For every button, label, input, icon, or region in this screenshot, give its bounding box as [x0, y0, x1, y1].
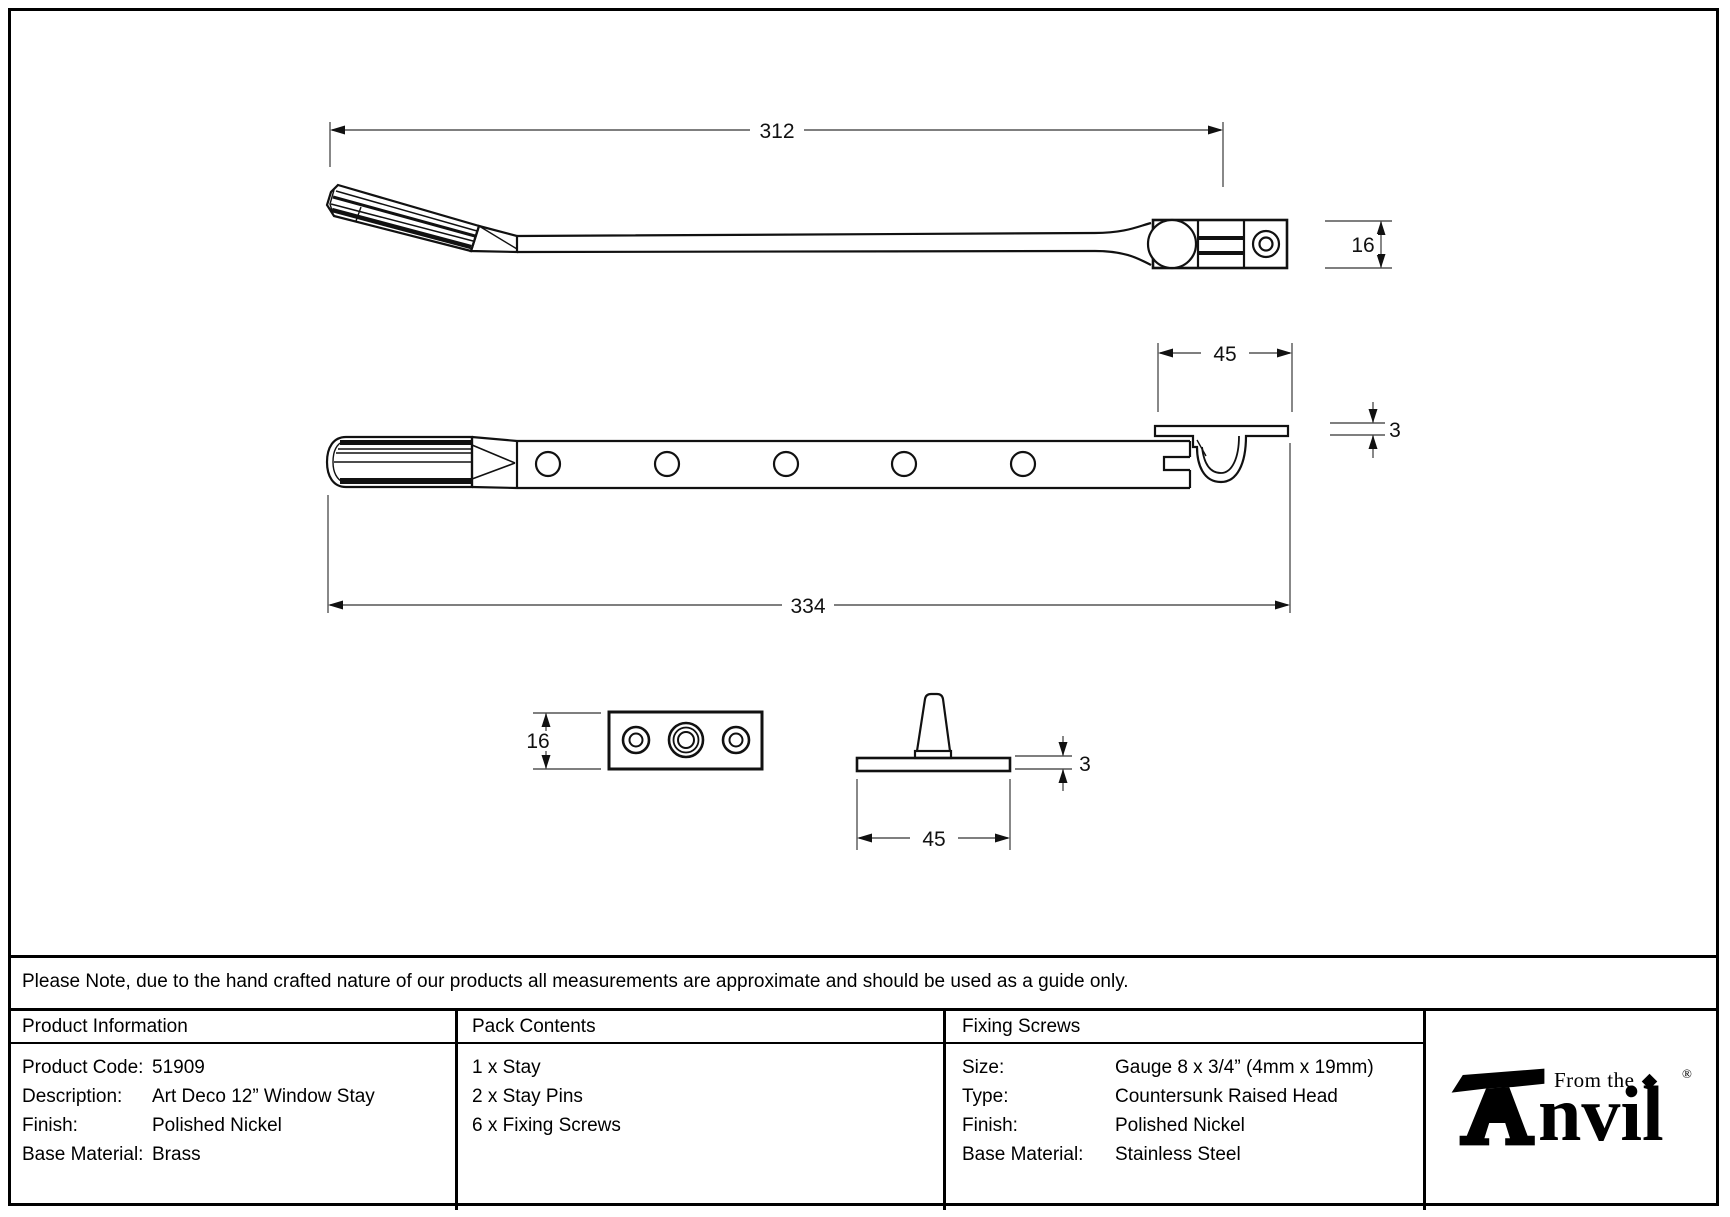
header-fixing-screws: Fixing Screws — [962, 1016, 1081, 1037]
logo-from-the: From the — [1554, 1068, 1635, 1092]
row-label: Product Code: — [22, 1057, 144, 1078]
row-label: Base Material: — [962, 1144, 1084, 1165]
row-label: Base Material: — [22, 1144, 144, 1165]
row-label: Description: — [22, 1086, 123, 1107]
dim-label-plan-length: 334 — [790, 595, 825, 618]
dim-label-side-length: 312 — [759, 120, 794, 143]
row-value: Brass — [152, 1144, 201, 1165]
stay-side-handle — [325, 183, 481, 253]
arrow-right — [1208, 125, 1223, 135]
col-rule-1 — [455, 1008, 458, 1210]
table-header-rule — [8, 1042, 1423, 1044]
stay-keeper — [1153, 424, 1290, 484]
row-value: Polished Nickel — [1115, 1115, 1245, 1136]
col-rule-2 — [943, 1008, 946, 1210]
header-product-information: Product Information — [22, 1016, 188, 1037]
row-label: Finish: — [22, 1115, 78, 1136]
arrow-left — [330, 125, 345, 135]
row-label: Type: — [962, 1086, 1009, 1107]
row-value: Art Deco 12” Window Stay — [152, 1086, 375, 1107]
dim-label-plate-height: 16 — [526, 730, 549, 753]
page-border — [8, 8, 1719, 1206]
dim-312 — [329, 122, 1224, 187]
row-value: Gauge 8 x 3/4” (4mm x 19mm) — [1115, 1057, 1374, 1078]
pack-item: 2 x Stay Pins — [472, 1086, 583, 1107]
col-rule-3 — [1423, 1008, 1426, 1210]
disclaimer-note: Please Note, due to the hand crafted nat… — [22, 971, 1129, 992]
stay-side-arm — [516, 221, 1152, 266]
stay-plan-bar — [517, 439, 1192, 490]
dim-label-keeper-thickness: 3 — [1389, 419, 1401, 442]
row-value: 51909 — [152, 1057, 205, 1078]
logo-brand-text: nvil — [1538, 1070, 1664, 1157]
table-top-rule — [8, 1008, 1719, 1011]
keep-plate — [607, 710, 764, 771]
dim-label-pin-base-thickness: 3 — [1079, 753, 1091, 776]
pack-item: 1 x Stay — [472, 1057, 541, 1078]
brand-logo: From the nvil ® — [1430, 1010, 1720, 1208]
anvil-icon — [1451, 1068, 1545, 1146]
row-label: Finish: — [962, 1115, 1018, 1136]
dim-334 — [327, 443, 1291, 613]
stay-plan-neck — [470, 435, 519, 490]
stay-plan-handle — [325, 435, 474, 489]
registered-mark: ® — [1682, 1066, 1692, 1081]
dim-label-side-end-height: 16 — [1351, 234, 1374, 257]
row-label: Size: — [962, 1057, 1005, 1078]
row-value: Countersunk Raised Head — [1115, 1086, 1338, 1107]
stay-side-bracket — [1146, 218, 1289, 270]
header-pack-contents: Pack Contents — [472, 1016, 596, 1037]
note-row-top-rule — [8, 955, 1719, 958]
row-value: Polished Nickel — [152, 1115, 282, 1136]
stay-pin — [855, 692, 1012, 773]
dim-label-pin-base-width: 45 — [922, 828, 945, 851]
pack-item: 6 x Fixing Screws — [472, 1115, 621, 1136]
row-value: Stainless Steel — [1115, 1144, 1241, 1165]
dim-label-keeper-width: 45 — [1213, 343, 1236, 366]
